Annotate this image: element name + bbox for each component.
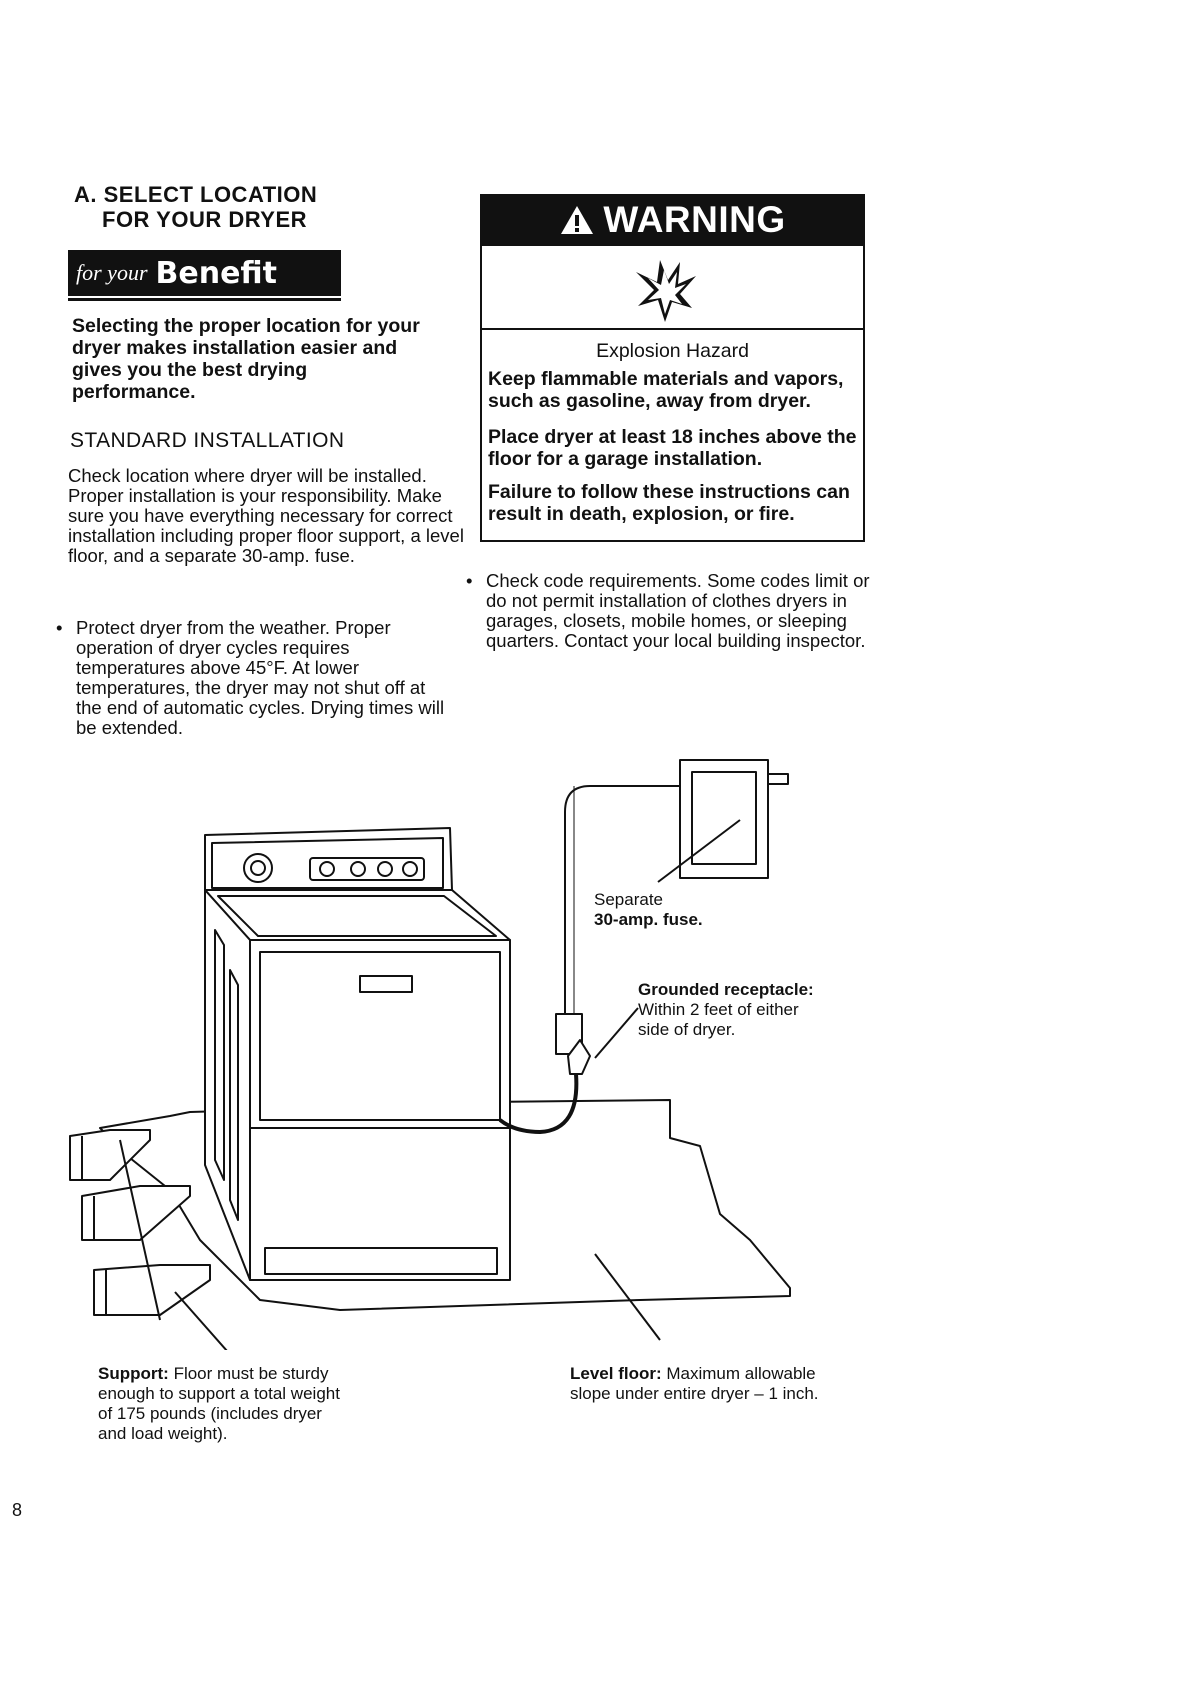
warning-header: WARNING bbox=[480, 194, 865, 246]
receptacle-label-title: Grounded receptacle: bbox=[638, 980, 814, 999]
section-title: A. SELECT LOCATION FOR YOUR DRYER bbox=[74, 182, 317, 232]
page-number: 8 bbox=[12, 1500, 23, 1520]
warning-title: WARNING bbox=[603, 199, 786, 240]
level-floor-label-title: Level floor: bbox=[570, 1364, 662, 1383]
standard-installation-paragraph: Check location where dryer will be insta… bbox=[68, 465, 464, 566]
dryer-illustration bbox=[204, 827, 511, 1281]
fuse-box-illustration bbox=[564, 759, 789, 1015]
benefit-word: Benefit bbox=[155, 255, 278, 291]
floor-leader-line bbox=[594, 1253, 661, 1341]
support-label-title: Support: bbox=[98, 1364, 169, 1383]
section-title-line2: FOR YOUR DRYER bbox=[102, 207, 308, 232]
fuse-leader-line bbox=[657, 819, 741, 883]
explosion-icon bbox=[636, 260, 696, 322]
standard-installation-heading: STANDARD INSTALLATION bbox=[70, 429, 345, 452]
weather-bullet: • Protect dryer from the weather. Proper … bbox=[56, 617, 456, 738]
receptacle-label: Grounded receptacle: Within 2 feet of ei… bbox=[638, 980, 814, 1040]
support-label: Support: Floor must be sturdy enough to … bbox=[98, 1364, 348, 1444]
support-label-text: Floor must be sturdy enough to support a… bbox=[98, 1364, 340, 1443]
benefit-underline bbox=[68, 298, 341, 301]
level-floor-label-text: Maximum allowable slope under entire dry… bbox=[570, 1364, 819, 1403]
fuse-label: Separate 30-amp. fuse. bbox=[594, 890, 703, 930]
receptacle-leader-line bbox=[594, 1007, 639, 1059]
hazard-title: Explosion Hazard bbox=[596, 340, 749, 362]
warning-line-flammable: Keep flammable materials and vapors, suc… bbox=[488, 368, 844, 412]
receptacle-label-line1: Within 2 feet of either bbox=[638, 1000, 799, 1019]
level-floor-label: Level floor: Maximum allowable slope und… bbox=[570, 1364, 830, 1404]
receptacle-label-line2: side of dryer. bbox=[638, 1020, 736, 1039]
intro-text: Selecting the proper location for your d… bbox=[72, 315, 420, 403]
weather-bullet-text: Protect dryer from the weather. Proper o… bbox=[76, 617, 445, 738]
for-your-benefit-banner: for your Benefit bbox=[68, 250, 341, 296]
warning-divider bbox=[480, 328, 865, 330]
fuse-label-line1: Separate bbox=[594, 890, 663, 909]
floor-joists bbox=[69, 1129, 211, 1321]
bullet-dot: • bbox=[56, 617, 63, 638]
section-title-line1: A. SELECT LOCATION bbox=[74, 182, 318, 207]
warning-line-garage: Place dryer at least 18 inches above the… bbox=[488, 426, 857, 470]
code-bullet-text: Check code requirements. Some codes limi… bbox=[486, 570, 870, 651]
warning-triangle-icon bbox=[561, 206, 594, 234]
fuse-label-line2: 30-amp. fuse. bbox=[594, 910, 703, 929]
receptacle-illustration bbox=[498, 1013, 591, 1134]
installation-illustration bbox=[69, 759, 791, 1350]
support-leader-line bbox=[174, 1291, 228, 1350]
code-bullet: • Check code requirements. Some codes lim… bbox=[466, 570, 886, 651]
benefit-prefix: for your bbox=[76, 260, 148, 285]
bullet-dot: • bbox=[466, 570, 473, 591]
warning-line-failure: Failure to follow these instructions can… bbox=[488, 481, 850, 525]
